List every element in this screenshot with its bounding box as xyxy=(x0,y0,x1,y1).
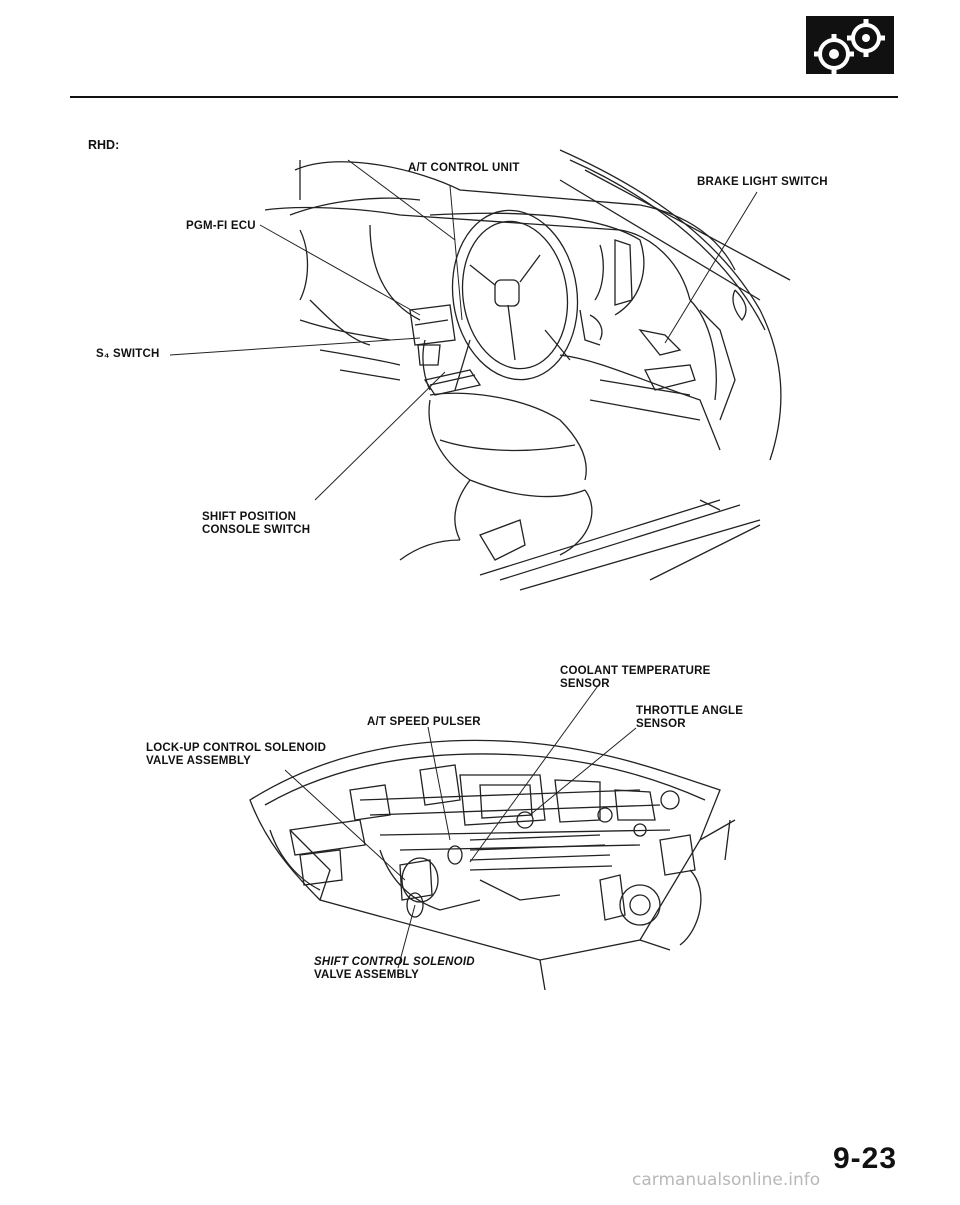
engine-illustration xyxy=(249,682,736,991)
cockpit-illustration xyxy=(169,149,791,591)
gears-icon xyxy=(806,16,894,74)
label-at-speed-pulser: A/T SPEED PULSER xyxy=(367,716,481,728)
label-s4-switch: S₄ SWITCH xyxy=(96,348,160,360)
label-coolant-line2: SENSOR xyxy=(560,678,610,690)
label-throttle-line2: SENSOR xyxy=(636,718,686,730)
label-shift-position-line1: SHIFT POSITION xyxy=(202,511,297,523)
label-shift-position-console-switch: SHIFT POSITION CONSOLE SWITCH xyxy=(202,511,310,537)
page-number: 9-23 xyxy=(833,1142,898,1175)
label-throttle-line1: THROTTLE ANGLE xyxy=(636,705,744,717)
label-lockup-control-solenoid: LOCK-UP CONTROL SOLENOID VALVE ASSEMBLY xyxy=(146,742,326,768)
label-at-control-unit: A/T CONTROL UNIT xyxy=(408,162,520,174)
label-lockup-line2: VALVE ASSEMBLY xyxy=(146,755,252,767)
label-shift-control-line1: SHIFT CONTROL SOLENOID xyxy=(314,956,475,968)
label-shift-position-line2: CONSOLE SWITCH xyxy=(202,524,311,536)
label-throttle-angle-sensor: THROTTLE ANGLE SENSOR xyxy=(636,705,743,731)
label-pgm-fi-ecu: PGM-FI ECU xyxy=(186,220,256,232)
header-rule xyxy=(70,96,898,98)
label-lockup-line1: LOCK-UP CONTROL SOLENOID xyxy=(146,742,327,754)
label-shift-control-solenoid: SHIFT CONTROL SOLENOID VALVE ASSEMBLY xyxy=(314,956,475,982)
label-shift-control-line2: VALVE ASSEMBLY xyxy=(314,969,420,981)
section-title: RHD: xyxy=(88,138,120,152)
label-coolant-line1: COOLANT TEMPERATURE xyxy=(560,665,711,677)
label-brake-light-switch: BRAKE LIGHT SWITCH xyxy=(697,176,828,188)
footer-watermark: carmanualsonline.info xyxy=(632,1170,821,1190)
label-coolant-temperature-sensor: COOLANT TEMPERATURE SENSOR xyxy=(560,665,711,691)
